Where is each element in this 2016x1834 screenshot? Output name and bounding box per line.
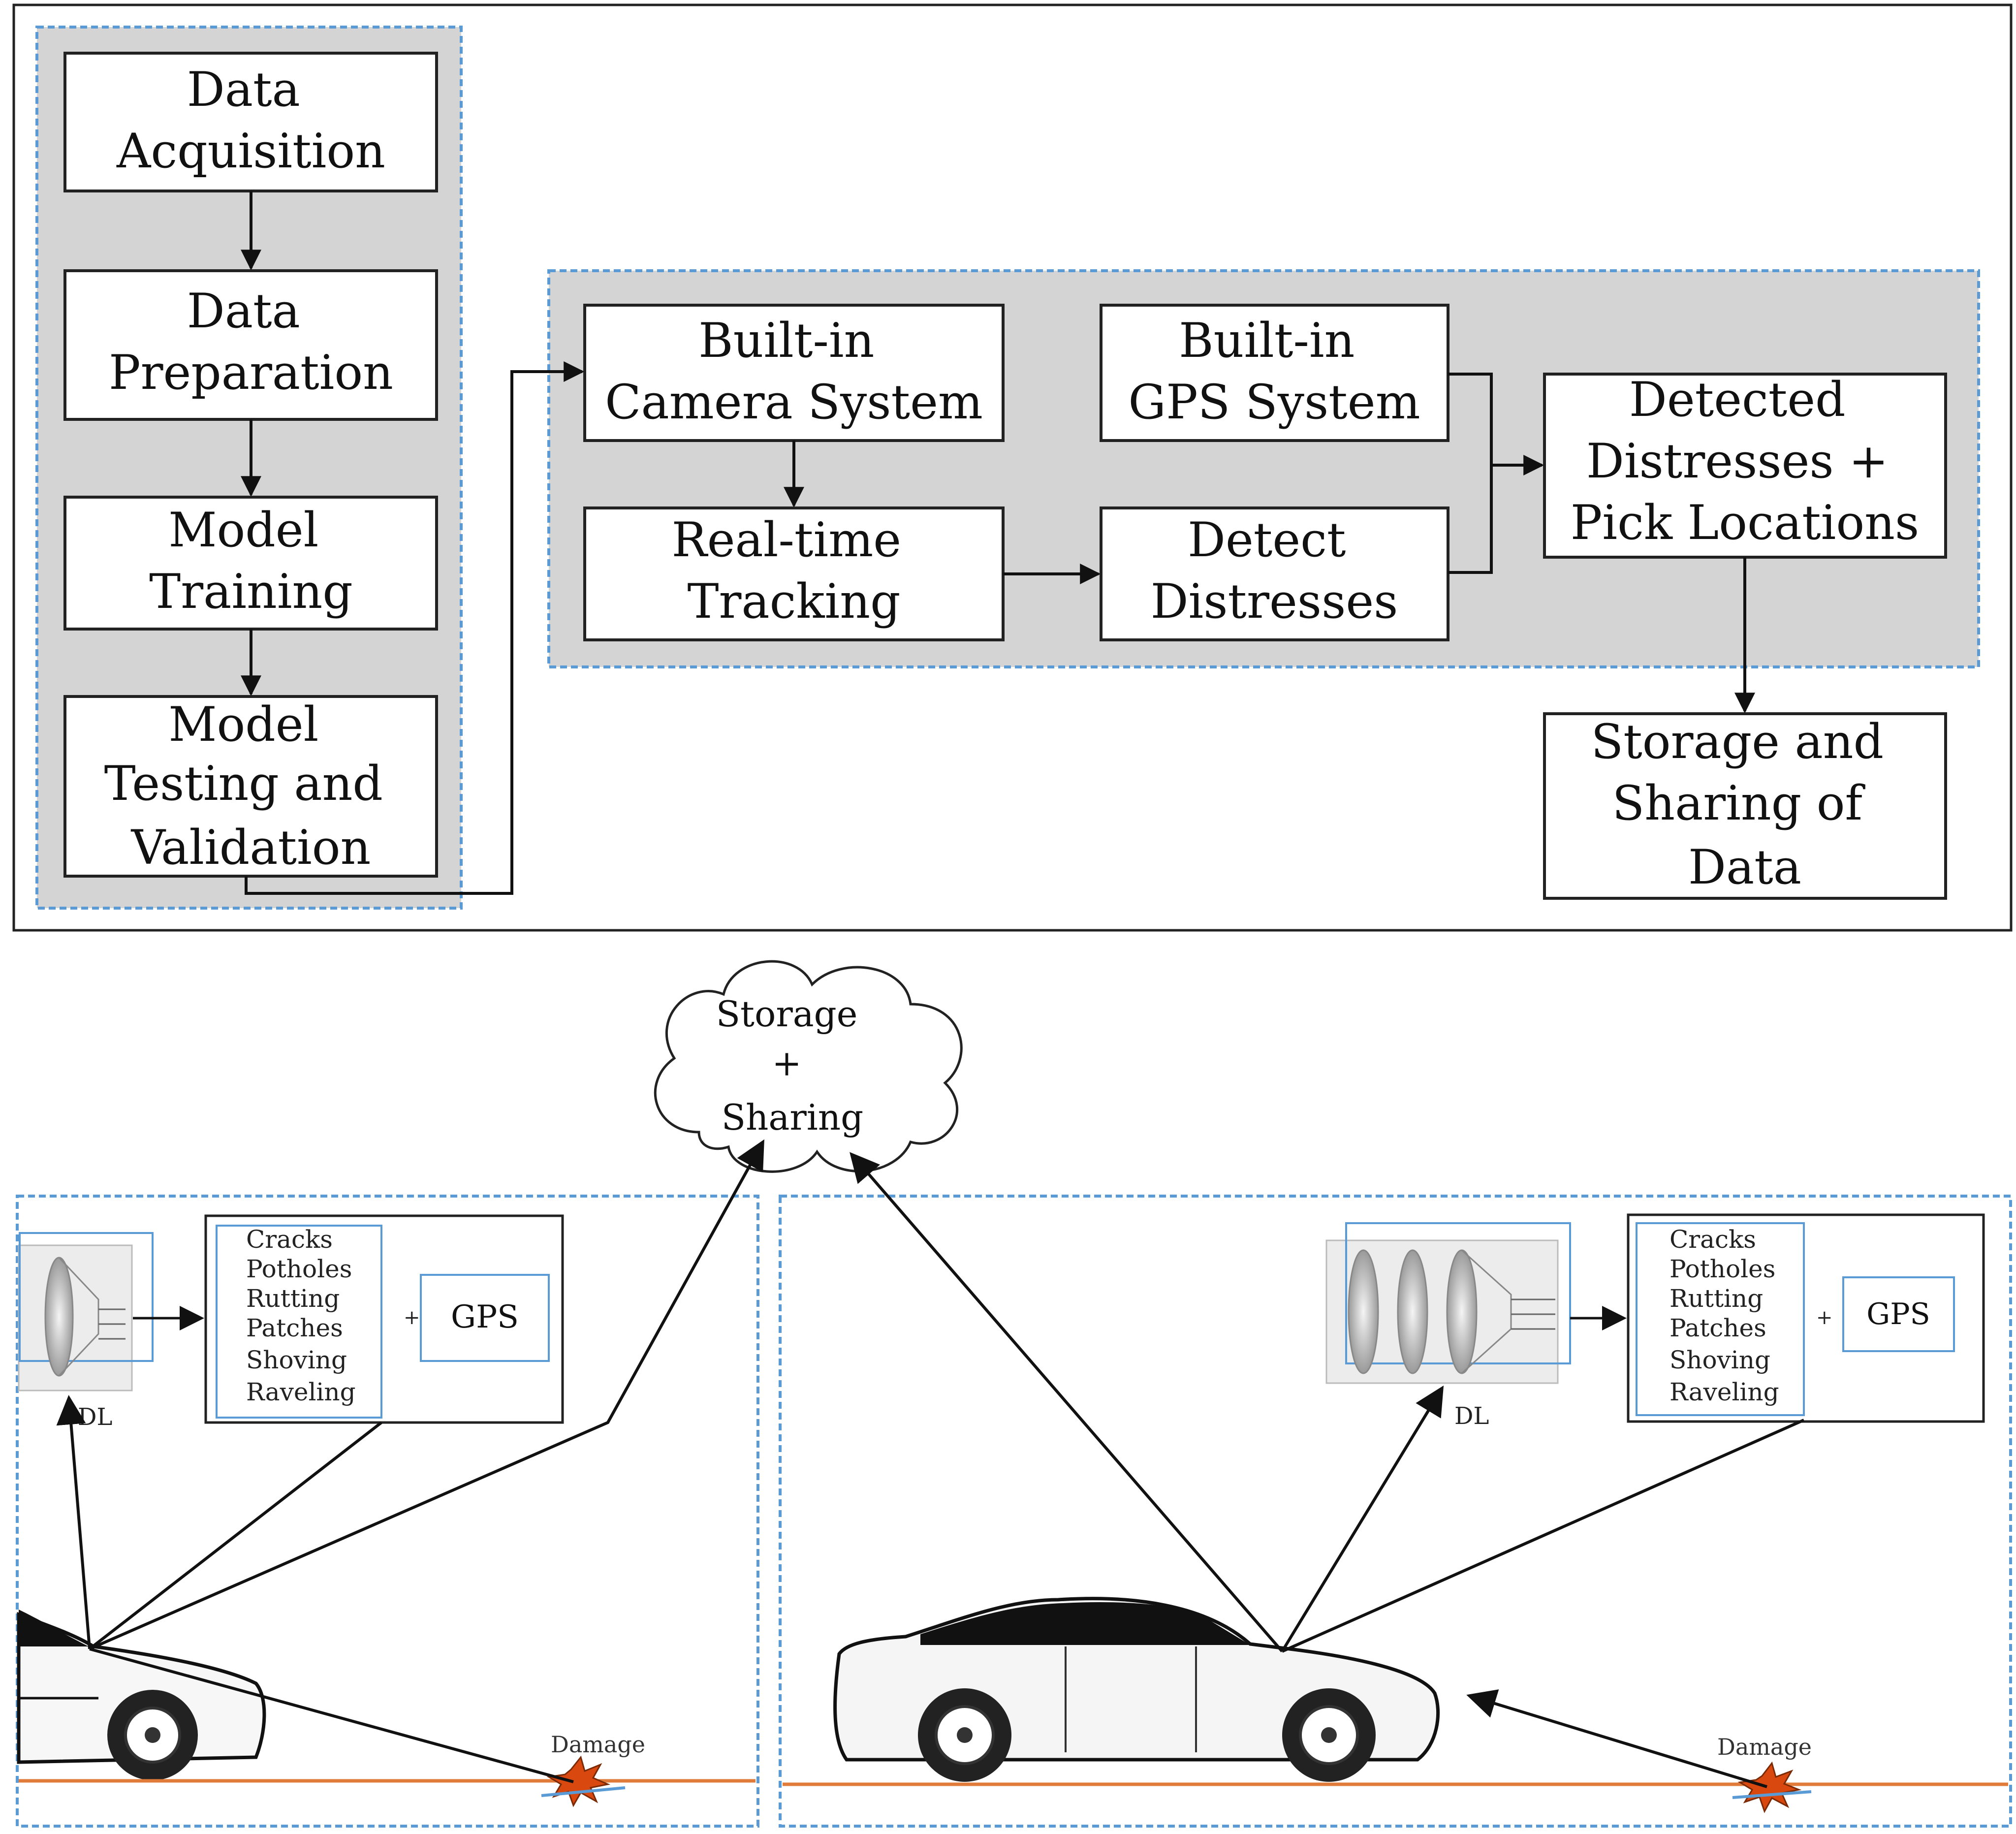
right-damage-icon — [1737, 1761, 1802, 1813]
left-dl-network — [18, 1232, 154, 1391]
label-detected-distresses: Detected Distresses + Pick Locations — [1571, 372, 1919, 550]
arrow-left-car-to-dl — [56, 1395, 91, 1649]
label-model-training: Model Training — [149, 503, 353, 619]
box-detected-distresses — [1543, 373, 1947, 559]
left-gps-box — [420, 1274, 550, 1362]
arrow-right-car-to-dl — [1281, 1385, 1444, 1652]
right-plus-sign: + — [1816, 1306, 1833, 1329]
right-gps-label: GPS — [1866, 1297, 1930, 1331]
box-detect-distresses — [1100, 506, 1449, 641]
label-detect-distresses: Detect Distresses — [1151, 512, 1398, 629]
box-data-preparation — [63, 269, 438, 421]
left-gps-label: GPS — [451, 1299, 519, 1335]
right-distress-list: Cracks Potholes Rutting Patches Shoving … — [1670, 1225, 1783, 1406]
label-gps-system: Built-in GPS System — [1128, 313, 1420, 430]
left-damage-label: Damage — [551, 1731, 645, 1758]
right-damage-label: Damage — [1717, 1734, 1812, 1760]
line-left-car-to-list — [89, 1421, 382, 1650]
left-distress-list: Cracks Potholes Rutting Patches Shoving … — [246, 1225, 360, 1406]
box-data-acquisition — [63, 52, 438, 192]
line-left-car-to-damage — [89, 1647, 574, 1783]
right-distress-list-panel — [1636, 1222, 1805, 1416]
right-connectors — [850, 1152, 1805, 1788]
left-connectors — [56, 1139, 764, 1783]
right-car — [833, 1597, 1440, 1782]
cloud-shape — [654, 960, 963, 1173]
left-damage-icon — [546, 1755, 610, 1807]
label-data-acquisition: Data Acquisition — [116, 62, 385, 179]
right-gps-box — [1842, 1276, 1955, 1352]
flowchart-section: Data Acquisition Data Preparation Model … — [12, 3, 2013, 932]
label-model-testing: Model Testing and Validation — [104, 697, 398, 875]
box-model-testing — [63, 695, 438, 878]
box-realtime-tracking — [583, 506, 1005, 641]
cloud-label: Storage + Sharing — [716, 993, 869, 1138]
label-data-preparation: Data Preparation — [109, 284, 393, 400]
line-right-car-to-list — [1281, 1419, 1805, 1653]
arrow-damage-to-right-car — [1466, 1689, 1767, 1788]
box-model-training — [63, 496, 438, 631]
right-dl-label: DL — [1454, 1402, 1489, 1430]
arrow-testing-to-camera — [245, 361, 585, 895]
right-dl-network — [1325, 1222, 1571, 1384]
arrow-right-car-to-cloud — [850, 1152, 1284, 1652]
left-distress-list-panel — [216, 1225, 382, 1419]
scene-section: Storage + Sharing Cracks Potholes Ruttin… — [16, 960, 2012, 1828]
left-car — [17, 1610, 266, 1780]
left-dl-label: DL — [78, 1403, 112, 1431]
label-realtime-tracking: Real-time Tracking — [671, 512, 916, 629]
flowchart-connectors — [241, 191, 1755, 895]
arrow-left-car-to-cloud — [89, 1139, 764, 1650]
label-camera-system: Built-in Camera System — [605, 313, 983, 430]
box-camera-system — [583, 304, 1005, 442]
connector-gps — [1448, 373, 1493, 574]
label-storage-sharing: Storage and Sharing of Data — [1591, 714, 1898, 895]
box-storage-sharing — [1543, 712, 1947, 900]
left-plus-sign: + — [404, 1306, 420, 1329]
